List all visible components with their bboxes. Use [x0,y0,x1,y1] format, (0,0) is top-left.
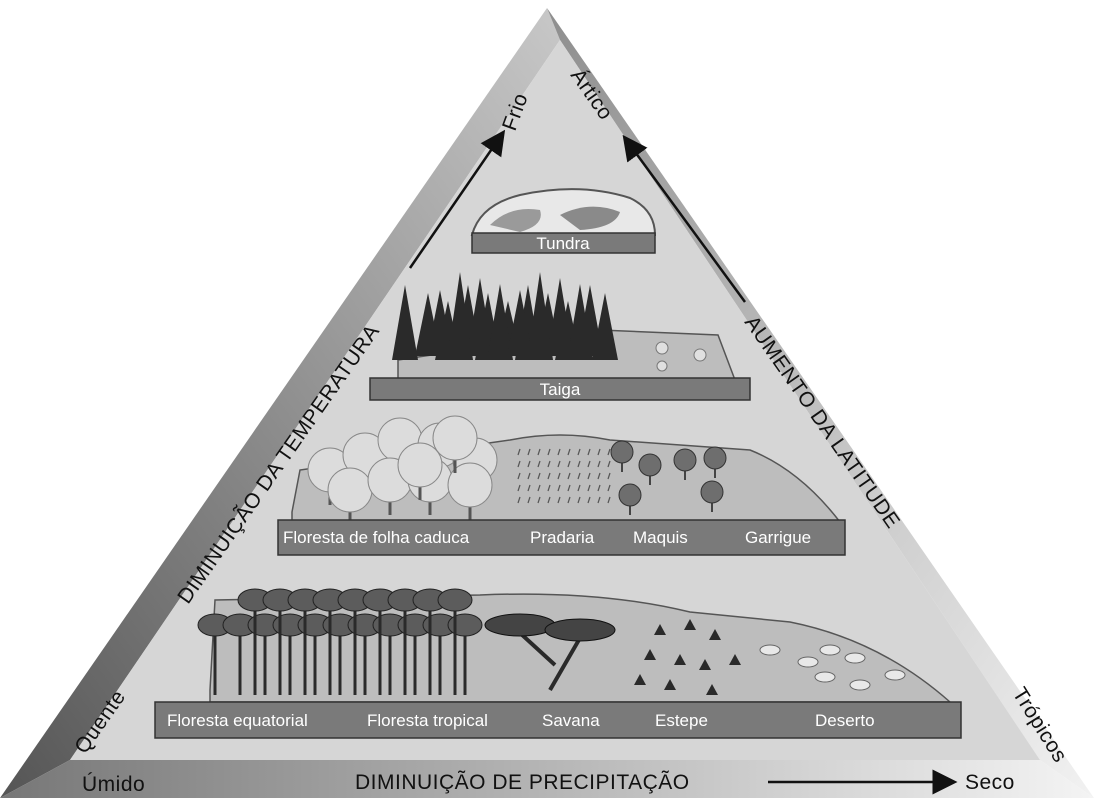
axis-precipitation: DIMINUIÇÃO DE PRECIPITAÇÃO [355,770,690,794]
label-garrigue: Garrigue [745,528,811,547]
label-maquis: Maquis [633,528,688,547]
desert-rock [845,653,865,663]
desert-rock [760,645,780,655]
maquis-bush [701,481,723,503]
label-desert: Deserto [815,711,875,730]
tundra-label: Tundra [536,234,590,253]
rainforest-canopy [438,589,472,611]
label-savanna: Savana [542,711,600,730]
corner-dry: Seco [965,771,1015,794]
desert-rock [850,680,870,690]
label-tropical-forest: Floresta tropical [367,711,488,730]
desert-rock [815,672,835,682]
rainforest-canopy [448,614,482,636]
deciduous-crown [398,443,442,487]
deciduous-crown [328,468,372,512]
maquis-bush [611,441,633,463]
maquis-bush [704,447,726,469]
label-deciduous-forest: Floresta de folha caduca [283,528,470,547]
desert-rock [885,670,905,680]
maquis-bush [674,449,696,471]
label-steppe: Estepe [655,711,708,730]
deciduous-crown [433,416,477,460]
taiga-label: Taiga [540,380,581,399]
taiga-rock [694,349,706,361]
acacia-canopy [545,619,615,641]
acacia-canopy [485,614,555,636]
maquis-bush [639,454,661,476]
desert-rock [798,657,818,667]
label-prairie: Pradaria [530,528,595,547]
desert-rock [820,645,840,655]
label-equatorial-forest: Floresta equatorial [167,711,308,730]
equatorial-trees [198,589,482,695]
taiga-rock [657,361,667,371]
maquis-bush [619,484,641,506]
taiga-rock [656,342,668,354]
corner-humid: Úmido [82,773,145,796]
